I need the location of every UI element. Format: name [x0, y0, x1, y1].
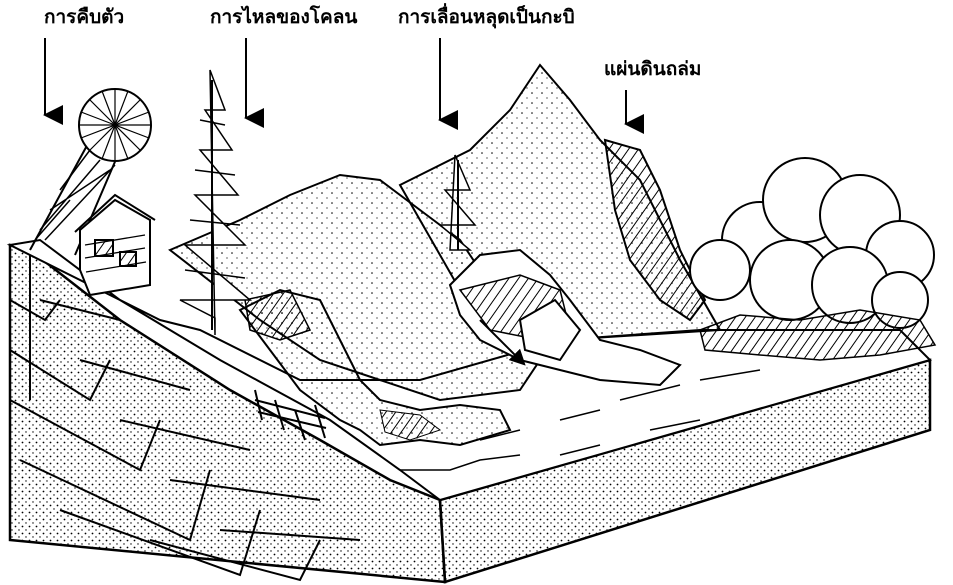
label-mudflow: การไหลของโคลน: [210, 8, 357, 27]
tree-left: [180, 70, 250, 335]
label-rockfall: แผ่นดินถล่ม: [604, 60, 701, 79]
label-slump: การเลื่อนหลุดเป็นกะบิ: [398, 8, 575, 27]
house: [75, 195, 155, 295]
label-creep: การคืบตัว: [44, 8, 124, 27]
dust-cloud: [690, 158, 934, 328]
